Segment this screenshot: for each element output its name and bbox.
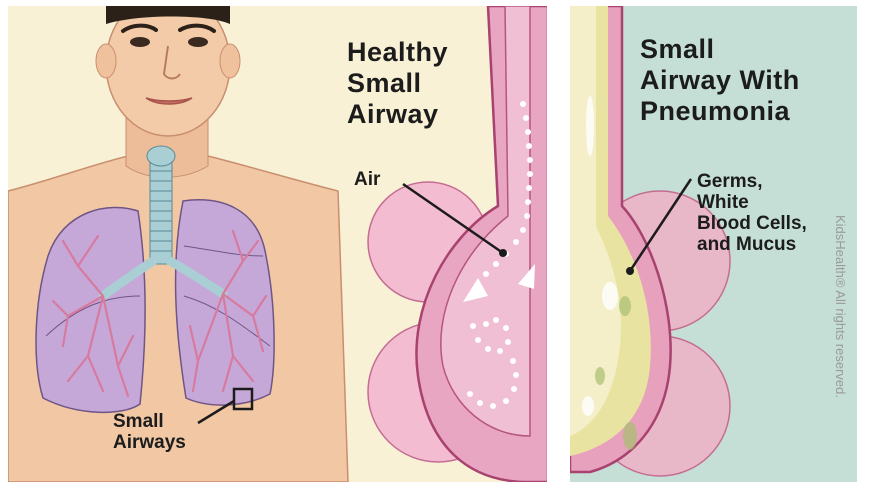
head bbox=[106, 6, 230, 136]
pneumonia-airway-title: Small Airway With Pneumonia bbox=[640, 34, 800, 127]
left-eye bbox=[130, 37, 150, 47]
healthy-airway-title: Healthy Small Airway bbox=[347, 37, 448, 130]
air-label: Air bbox=[354, 169, 380, 190]
healthy-panel: Healthy Small Airway Air Small Airways bbox=[8, 6, 547, 482]
small-airways-label: Small Airways bbox=[113, 411, 186, 453]
right-ear bbox=[220, 44, 240, 78]
healthy-illustration bbox=[8, 6, 547, 482]
germs-label: Germs, White Blood Cells, and Mucus bbox=[697, 171, 807, 255]
left-ear bbox=[96, 44, 116, 78]
pneumonia-panel: Small Airway With Pneumonia Germs, White… bbox=[570, 6, 857, 482]
right-eye bbox=[188, 37, 208, 47]
copyright-credit: KidsHealth® All rights reserved. bbox=[833, 215, 848, 398]
